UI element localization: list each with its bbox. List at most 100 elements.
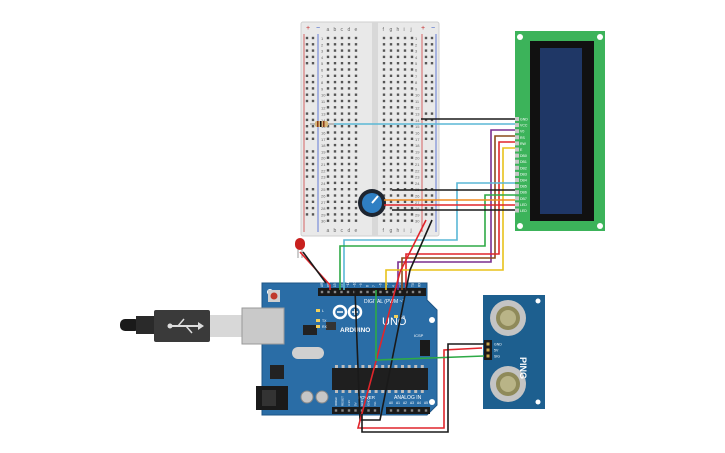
column-letter: g <box>390 27 393 33</box>
column-letter: j <box>410 27 412 33</box>
column-letter: d <box>348 27 351 33</box>
rail-plus-label-right: + <box>421 25 425 32</box>
row-number-right: 19 <box>415 149 420 154</box>
row-number-left: 5 <box>321 61 324 66</box>
digital-pin-label: ~5 <box>385 283 389 287</box>
lcd-pin <box>515 165 519 170</box>
lcd-pin-label: DB2 <box>520 166 527 170</box>
potentiometer[interactable] <box>358 189 386 217</box>
icsp-label: ICSP <box>414 333 424 338</box>
power-pin-label: Vin <box>373 401 377 406</box>
lcd-pin <box>515 178 519 182</box>
row-number-right: 15 <box>415 124 420 129</box>
row-number-right: 12 <box>415 105 420 110</box>
lcd-pin-label: E <box>520 148 523 152</box>
column-letter: i <box>404 27 405 33</box>
row-number-left: 26 <box>321 194 326 199</box>
digital-pin-label: 4 <box>392 285 396 287</box>
lcd-screen <box>540 48 582 214</box>
row-number-right: 18 <box>415 143 420 148</box>
wire-led-anode <box>299 251 331 290</box>
row-number-left: 25 <box>321 187 326 192</box>
row-number-right: 9 <box>415 86 418 91</box>
lcd-pin-label: DB6 <box>520 191 527 195</box>
lcd-pin-header: GNDVCCV0RSRWEDB0DB1DB2DB3DB4DB5DB6DB7LED… <box>515 117 528 213</box>
lcd-pin <box>515 153 519 158</box>
lcd-pin <box>515 123 519 128</box>
rail-minus-label-right: − <box>431 25 435 32</box>
row-number-right: 3 <box>415 49 418 54</box>
wire-5v-rail <box>356 219 483 429</box>
row-number-left: 3 <box>321 49 324 54</box>
row-number-left: 4 <box>321 55 324 60</box>
wire-sensor-gnd <box>361 343 484 433</box>
analog-pin-label: A4 <box>417 401 421 405</box>
row-number-right: 17 <box>415 137 420 142</box>
column-letter: a <box>327 27 330 33</box>
row-number-left: 28 <box>321 206 326 211</box>
row-number-left: 16 <box>321 131 326 136</box>
icsp-header <box>420 340 430 356</box>
wire-gnd-rail <box>354 219 433 421</box>
analog-header[interactable] <box>386 407 430 414</box>
wire-lcd-e <box>343 182 515 290</box>
column-letter: b <box>334 228 337 234</box>
row-number-right: 8 <box>415 80 418 85</box>
lcd-pin <box>515 159 519 164</box>
row-number-right: 20 <box>415 156 420 161</box>
digital-pin-label: ~3 <box>398 283 402 287</box>
lcd-pin-label: LED <box>520 209 527 213</box>
column-letter: c <box>341 27 344 33</box>
digital-pin-label: RX 0 <box>418 280 422 287</box>
sensor-name-label: PING <box>518 357 528 379</box>
row-number-left: 8 <box>321 80 324 85</box>
row-number-left: 12 <box>321 105 326 110</box>
board-led-label: L <box>322 309 324 313</box>
lcd-pin <box>515 171 519 176</box>
row-number-left: 24 <box>321 181 326 186</box>
power-pin-label: GND <box>367 399 371 407</box>
row-number-right: 28 <box>415 206 420 211</box>
usb-socket <box>241 307 285 345</box>
lcd-pin <box>515 135 519 140</box>
lcd-display[interactable]: GNDVCCV0RSRWEDB0DB1DB2DB3DB4DB5DB6DB7LED… <box>515 31 605 231</box>
lcd-pin-label: LED <box>520 203 527 207</box>
digital-pin-label: ~10 <box>353 281 357 287</box>
lcd-pin-label: RW <box>520 142 526 146</box>
wire-led-cathode <box>302 251 327 284</box>
power-pin-label: IOREF <box>334 397 338 406</box>
column-letter: f <box>383 228 385 234</box>
column-letter: a <box>327 228 330 234</box>
column-letter: f <box>383 27 385 33</box>
column-letter: h <box>397 27 400 33</box>
board-led-label: TX <box>322 319 327 323</box>
lcd-pin-label: RS <box>520 136 526 140</box>
row-number-right: 13 <box>415 112 420 117</box>
column-letter: i <box>404 228 405 234</box>
digital-header[interactable] <box>318 288 426 296</box>
usb-cable <box>120 310 242 342</box>
row-number-left: 20 <box>321 156 326 161</box>
column-letter: j <box>410 228 412 234</box>
led-red[interactable] <box>295 238 305 258</box>
column-letter: e <box>355 228 358 234</box>
row-number-left: 29 <box>321 212 326 217</box>
row-number-right: 29 <box>415 212 420 217</box>
digital-pin-label: 12 <box>340 283 344 287</box>
row-number-left: 17 <box>321 137 326 142</box>
sensor-pin-label: 5V <box>494 349 499 353</box>
row-number-right: 1 <box>415 36 418 41</box>
lcd-pin <box>515 129 519 134</box>
lcd-pin <box>515 141 519 146</box>
arduino-logo-icon <box>332 304 363 320</box>
row-number-left: 2 <box>321 42 324 47</box>
row-number-left: 13 <box>321 112 326 117</box>
resistor[interactable] <box>310 121 334 127</box>
digital-pin-label: ~9 <box>359 283 363 287</box>
lcd-pin <box>515 147 519 152</box>
lcd-pin-label: V0 <box>520 130 524 134</box>
